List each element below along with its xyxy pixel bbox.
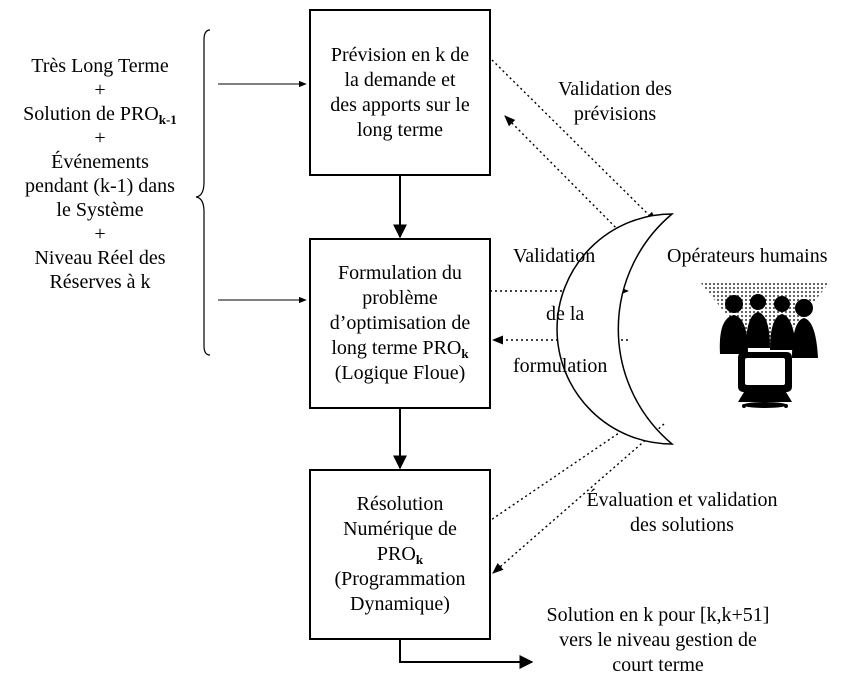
formulation-pro-label: long terme PRO — [331, 337, 462, 359]
operators-crescent — [556, 213, 675, 445]
output-line-3: court terme — [612, 654, 704, 676]
forecast-box: Prévision en k de la demande et des appo… — [309, 9, 491, 176]
formulation-box-line-1: Formulation du — [338, 262, 462, 284]
input-events-line-3: le Système — [56, 199, 144, 221]
arrow-forecast-to-operators — [491, 59, 657, 223]
forecast-box-line-2: la demande et — [344, 68, 456, 91]
validation-formulation-line-2: de la — [546, 303, 585, 325]
input-events-line-2: pendant (k-1) dans — [25, 175, 175, 197]
formulation-box-line-2: problème — [362, 287, 438, 309]
formulation-box-line-5: (Logique Floue) — [334, 362, 466, 384]
input-reserve-level-line-2: Réserves à k — [49, 271, 151, 293]
input-events-line-1: Événements — [51, 151, 149, 173]
forecast-box-line-4: long terme — [356, 118, 444, 141]
validation-forecast-line-1: Validation des — [558, 78, 672, 100]
resolution-box-line-2: Numérique de — [343, 518, 457, 540]
human-operators-at-computer-icon — [700, 282, 830, 408]
resolution-box-line-1: Résolution — [356, 493, 444, 515]
input-brace — [195, 29, 211, 356]
forecast-box-line-3: des apports sur le — [330, 93, 470, 116]
operators-title: Opérateurs humains — [667, 245, 828, 267]
formulation-box-line-4: long terme PROk — [331, 336, 468, 361]
output-line-2: vers le niveau gestion de — [559, 629, 757, 651]
evaluation-line-2: des solutions — [630, 514, 734, 536]
formulation-pro-subscript: k — [461, 346, 469, 361]
input-reserve-level-line-1: Niveau Réel des — [34, 247, 166, 269]
input-previous-solution: Solution de PROk-1 — [0, 102, 200, 127]
input-previous-solution-label: Solution de PRO — [23, 103, 159, 125]
resolution-pro-subscript: k — [415, 552, 424, 567]
resolution-box-line-5: Dynamique) — [350, 593, 450, 615]
output-line-1: Solution en k pour [k,k+51] — [546, 604, 770, 626]
validation-formulation-line-3: formulation — [513, 355, 608, 377]
resolution-box-line-3: PROk — [377, 542, 423, 567]
input-plus-2: + — [94, 127, 106, 149]
input-plus-3: + — [94, 223, 106, 245]
input-plus-1: + — [94, 79, 106, 101]
input-very-long-term: Très Long Terme — [31, 55, 169, 77]
resolution-box-line-4: (Programmation — [334, 568, 466, 590]
validation-forecast-line-2: prévisions — [573, 103, 657, 125]
forecast-box-line-1: Prévision en k de — [330, 43, 470, 66]
resolution-pro-label: PRO — [376, 543, 416, 565]
validation-formulation-line-1: Validation — [513, 245, 596, 267]
formulation-box: Formulation du problème d’optimisation d… — [309, 238, 491, 409]
evaluation-line-1: Évaluation et validation — [586, 489, 778, 511]
output-arrow — [399, 640, 534, 669]
resolution-box: Résolution Numérique de PROk (Programmat… — [309, 469, 491, 640]
formulation-box-line-3: d’optimisation de — [329, 312, 471, 334]
arrow-resolution-to-operators — [487, 417, 642, 523]
input-previous-solution-subscript: k-1 — [158, 112, 177, 127]
